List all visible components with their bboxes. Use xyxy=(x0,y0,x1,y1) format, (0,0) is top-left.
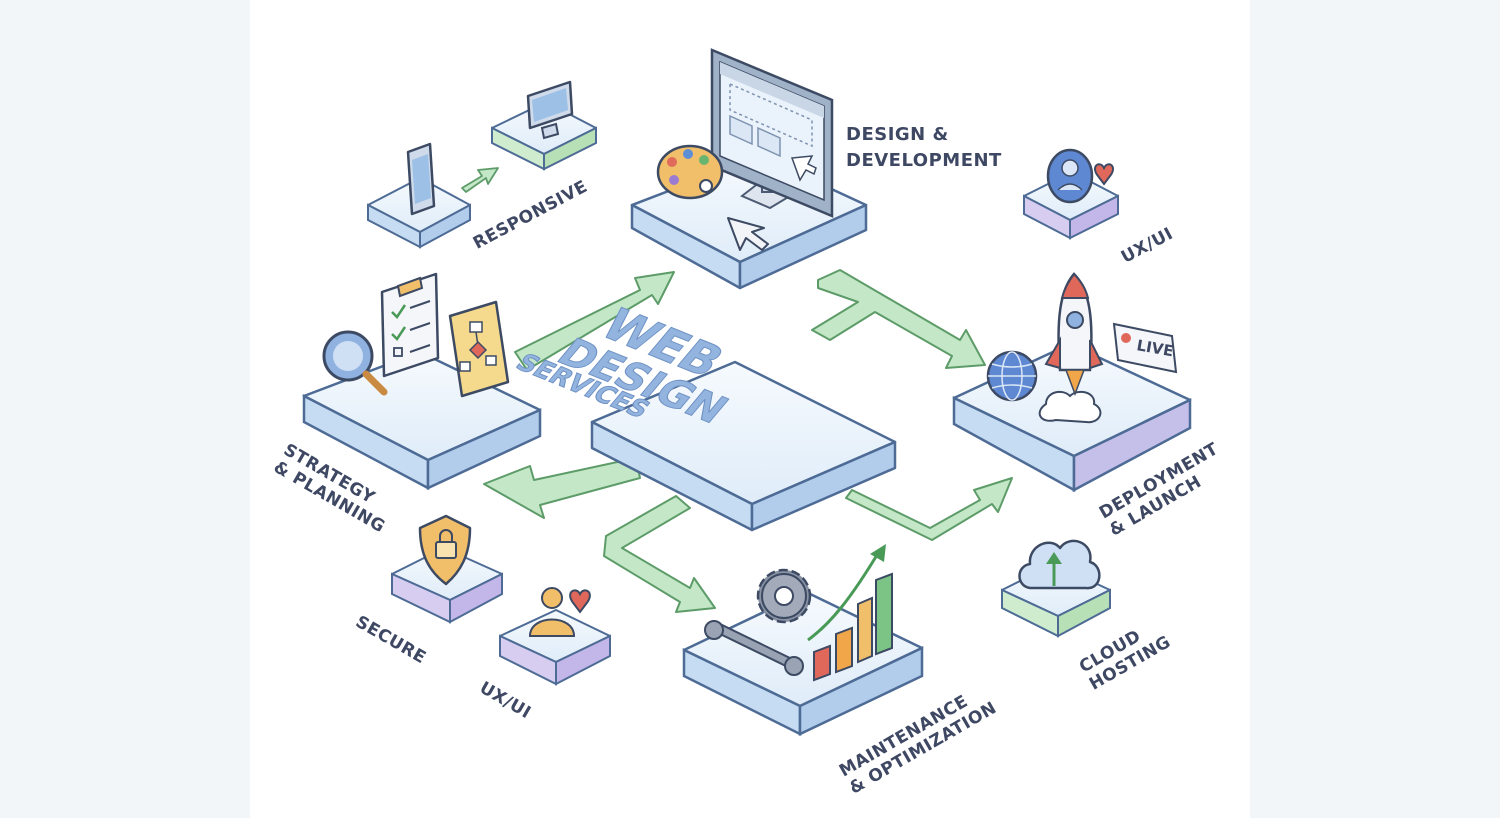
arrow-to-maintenance xyxy=(603,495,716,613)
arrow-to-strategy xyxy=(483,457,641,519)
strategy-platform xyxy=(302,350,542,491)
label-design-development: DESIGN & DEVELOPMENT xyxy=(846,124,1002,171)
desktop-icon xyxy=(526,80,574,140)
cloud-upload-icon xyxy=(1018,539,1101,590)
arrows xyxy=(483,269,1013,613)
shield-lock-icon xyxy=(418,514,472,586)
flowchart-icon xyxy=(448,300,510,398)
bar-chart-icon xyxy=(807,544,893,682)
rocket-icon xyxy=(1038,272,1104,424)
diagram-canvas: LIVE xyxy=(250,0,1250,818)
center-platform xyxy=(590,360,897,532)
center-title: WEB DESIGN SERVICES xyxy=(509,299,738,432)
diagram-svg: LIVE xyxy=(302,48,1192,737)
phone-icon xyxy=(406,142,436,216)
gear-icon xyxy=(756,568,812,624)
cursor-icon xyxy=(727,217,769,251)
user-heart-icon-bottom xyxy=(528,587,591,637)
clipboard-icon xyxy=(380,272,440,378)
arrow-to-design xyxy=(514,271,675,371)
user-heart-icon xyxy=(1046,148,1114,204)
monitor-icon xyxy=(710,48,834,218)
uxui-bottom-tile xyxy=(499,609,611,686)
maintenance-platform xyxy=(682,590,924,737)
responsive-arrow xyxy=(461,167,499,193)
palette-icon xyxy=(656,144,724,200)
globe-icon xyxy=(986,350,1038,402)
live-badge xyxy=(1112,322,1178,374)
magnifier-icon xyxy=(322,330,388,396)
wrench-icon xyxy=(704,620,804,676)
arrow-to-deployment-bottom xyxy=(845,477,1013,541)
arrow-to-deployment-top xyxy=(811,269,986,369)
